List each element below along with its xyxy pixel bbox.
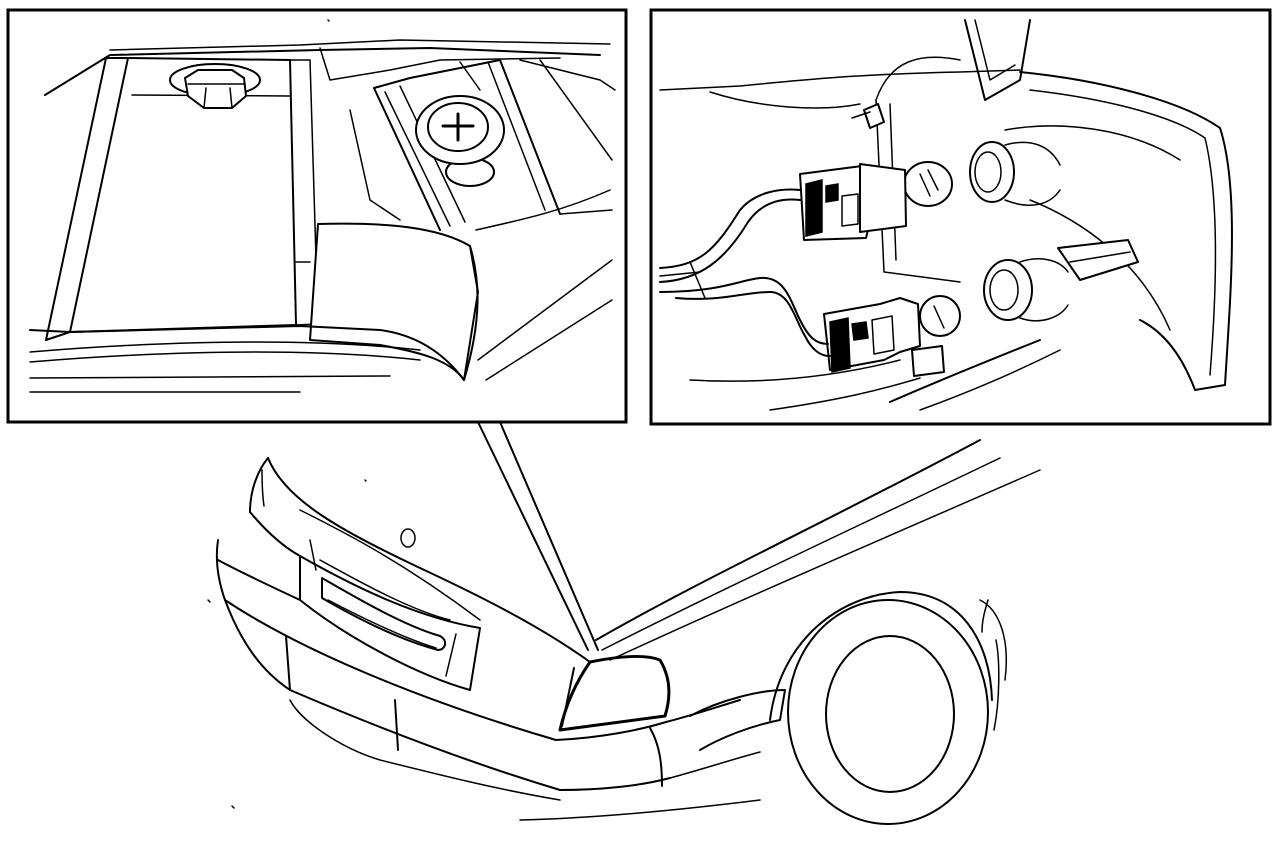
car-front-view bbox=[207, 19, 1041, 825]
callout-lines bbox=[477, 421, 599, 651]
wheel bbox=[769, 591, 1007, 825]
left-detail-panel bbox=[6, 8, 628, 424]
nut-icon bbox=[169, 63, 261, 109]
right-detail-panel bbox=[649, 8, 1272, 426]
connector-icon bbox=[969, 141, 1139, 322]
bulb-icon bbox=[903, 161, 953, 207]
screw-icon bbox=[415, 95, 505, 187]
